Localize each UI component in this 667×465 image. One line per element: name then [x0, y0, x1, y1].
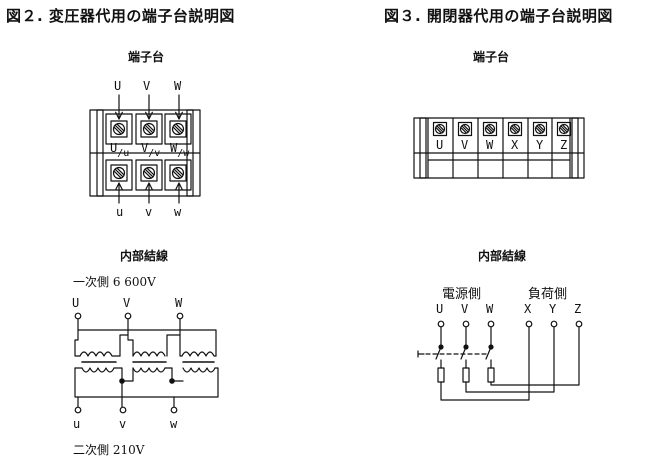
fig3-wiring-label-z: Z	[574, 302, 582, 316]
fig3-wiring-label-w: W	[486, 302, 494, 316]
fig2-top-label-v: V	[143, 79, 151, 93]
fig2-wiring-label-v: V	[123, 296, 131, 310]
fig2-bottom-label-w: w	[174, 205, 182, 219]
fig2-top-label-u: U	[114, 79, 122, 93]
fig2-terminal-arrows	[115, 94, 183, 204]
fig2-wiring-label-w: W	[175, 296, 183, 310]
fig3-terminal-label-y: Y	[536, 138, 544, 152]
fig3-terminal-label-w: W	[486, 138, 494, 152]
fig2-terminal-block	[89, 109, 201, 197]
fig2-bottom-label-v: v	[145, 205, 153, 219]
fig3-source-side-label: 電源側	[442, 287, 482, 302]
fig3-switch-wiring	[417, 320, 583, 401]
fig3-wiring-label-x: X	[524, 302, 532, 316]
fig2-top-label-w: W	[174, 79, 182, 93]
fig3-terminal-label-x: X	[511, 138, 519, 152]
fig3-wiring-label-v: V	[461, 302, 469, 316]
fig2-wiring-label-v-small: v	[119, 417, 127, 431]
fig3-terminal-label-v: V	[461, 138, 469, 152]
fig2-transformer-wiring	[74, 312, 219, 414]
fig3-terminal-block	[413, 117, 585, 179]
fig3-terminal-label-z: Z	[560, 138, 568, 152]
fig3-wiring-label-u: U	[436, 302, 444, 316]
fig2-secondary-label: 二次側 210V	[73, 443, 145, 457]
fig3-wiring-label-y: Y	[549, 302, 557, 316]
fig2-title: 図２. 変圧器代用の端子台説明図	[6, 7, 235, 25]
fig2-internal-title: 内部結線	[120, 249, 169, 263]
fig3-title: 図３. 開閉器代用の端子台説明図	[384, 7, 613, 25]
fig2-wiring-label-u: U	[72, 296, 80, 310]
fig2-primary-label: 一次側 6 600V	[73, 275, 156, 289]
fig2-bottom-label-u: u	[116, 205, 124, 219]
fig3-terminal-block-title: 端子台	[473, 50, 510, 64]
fig3-internal-title: 内部結線	[478, 249, 527, 263]
fig2-wiring-label-u-small: u	[73, 417, 81, 431]
fig2-wiring-label-w-small: w	[170, 417, 178, 431]
fig2-terminal-block-title: 端子台	[128, 50, 165, 64]
fig3-load-side-label: 負荷側	[528, 287, 568, 302]
fig3-terminal-label-u: U	[436, 138, 444, 152]
